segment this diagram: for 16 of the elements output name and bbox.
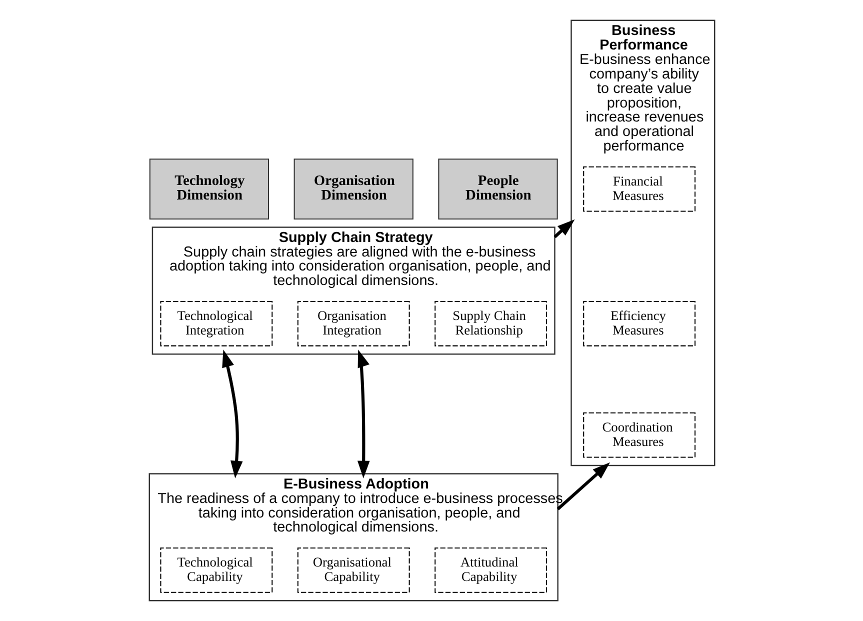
node-box: Technological Capability [160,547,272,593]
node-box: Attitudinal Capability [434,547,546,593]
node-box: Efficiency Measures [582,300,696,346]
node-box: Organisational Capability [296,547,410,593]
arrow [556,462,610,510]
arrow [222,350,242,478]
node-box: Financial Measures [582,166,696,212]
node-box: Supply Chain Relationship [434,300,546,346]
node-box: People Dimension [438,158,558,220]
node-box: Technology Dimension [148,158,269,220]
node-box: Coordination Measures [582,412,696,458]
node-box: Organisation Integration [296,300,410,346]
node-box: Technological Integration [160,300,272,346]
arrow [553,219,574,238]
node-box: Organisation Dimension [293,158,413,220]
arrow [356,350,370,478]
